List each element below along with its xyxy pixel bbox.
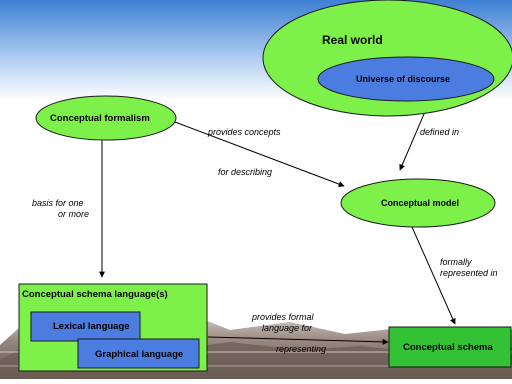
edge-language-to-schema <box>207 336 389 345</box>
label-formally-line1: formally <box>440 257 472 267</box>
label-provides-formal-line2: language for <box>262 323 313 333</box>
node-lexical-language: Lexical language <box>30 311 141 342</box>
label-basis-line1: basis for one <box>32 198 84 208</box>
universe-of-discourse-label: Universe of discourse <box>356 74 450 84</box>
label-for-describing: for describing <box>218 167 272 177</box>
node-graphical-language: Graphical language <box>77 338 200 369</box>
graphical-language-label: Graphical language <box>95 349 183 360</box>
node-universe-of-discourse: Universe of discourse <box>317 56 495 102</box>
label-defined-in: defined in <box>420 127 459 137</box>
label-provides-formal-line1: provides formal <box>251 312 315 322</box>
conceptual-schema-label: Conceptual schema <box>403 342 493 353</box>
node-conceptual-schema: Conceptual schema <box>388 326 512 368</box>
edge-model-to-schema <box>411 226 456 325</box>
conceptual-schema-language-label: Conceptual schema language(s) <box>22 289 168 300</box>
node-conceptual-formalism: Conceptual formalism <box>35 95 177 141</box>
node-conceptual-model: Conceptual model <box>340 178 496 228</box>
label-representing: representing <box>276 344 326 354</box>
label-provides-concepts: provides concepts <box>207 127 281 137</box>
real-world-label: Real world <box>322 33 383 47</box>
label-basis-line2: or more <box>58 209 89 219</box>
edge-formalism-to-model <box>174 121 345 187</box>
label-formally-line2: represented in <box>440 268 498 278</box>
conceptual-formalism-label: Conceptual formalism <box>50 113 150 124</box>
lexical-language-label: Lexical language <box>53 321 130 332</box>
conceptual-model-label: Conceptual model <box>381 198 459 208</box>
